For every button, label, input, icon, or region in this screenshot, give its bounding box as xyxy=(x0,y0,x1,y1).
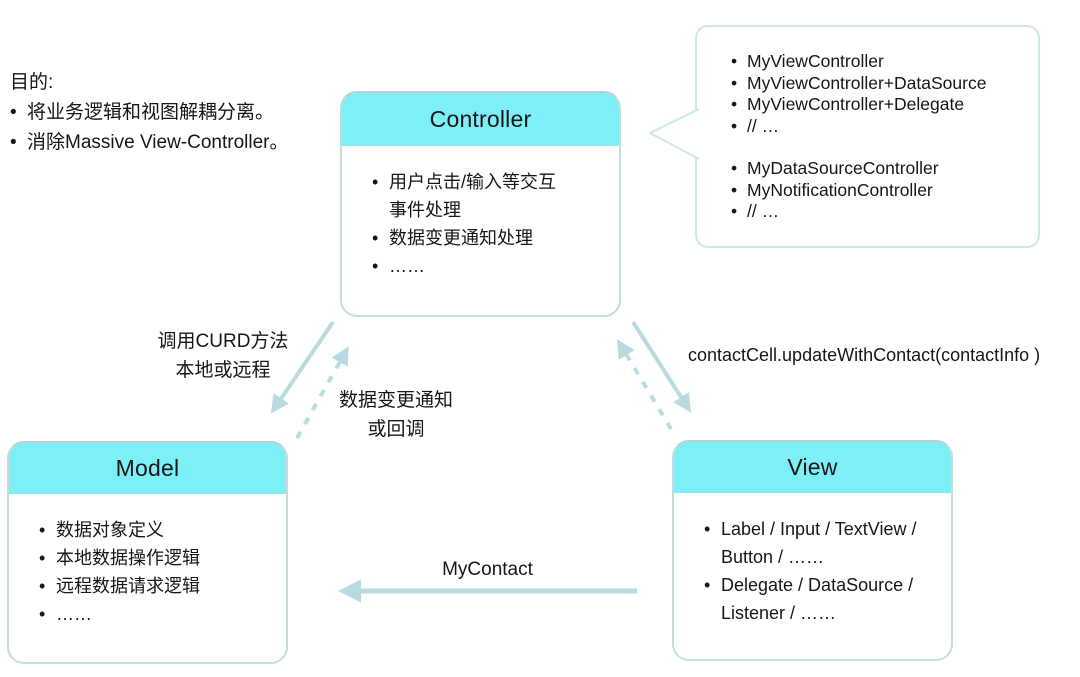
list-item: 本地数据操作逻辑 xyxy=(39,544,272,572)
purpose-note: 目的: 将业务逻辑和视图解耦分离。 消除Massive View-Control… xyxy=(10,68,289,158)
list-item: …… xyxy=(39,600,272,628)
callout-item: MyViewController xyxy=(731,51,1030,73)
model-box: Model 数据对象定义 本地数据操作逻辑 远程数据请求逻辑 …… xyxy=(7,441,288,664)
bullet-icon xyxy=(39,544,56,572)
bullet-icon xyxy=(731,94,747,116)
bullet-icon xyxy=(10,98,27,128)
bullet-icon xyxy=(731,116,747,138)
bullet-icon xyxy=(731,158,747,180)
model-title: Model xyxy=(115,455,180,481)
edge-label-update-contact: contactCell.updateWithContact(contactInf… xyxy=(688,345,1041,365)
callout-item: // … xyxy=(731,201,1030,223)
controller-box: Controller 用户点击/输入等交互事件处理 数据变更通知处理 …… xyxy=(340,91,621,317)
edge-label-curd: 调用CURD方法 本地或远程 xyxy=(157,331,289,381)
list-item: 用户点击/输入等交互事件处理 xyxy=(372,168,605,224)
list-item: 数据变更通知处理 xyxy=(372,224,605,252)
view-box: View Label / Input / TextView / Button /… xyxy=(672,440,953,661)
controller-title: Controller xyxy=(429,106,532,132)
purpose-item: 消除Massive View-Controller。 xyxy=(10,128,289,158)
view-header: View xyxy=(674,442,951,493)
arrow-controller-to-view xyxy=(631,320,691,413)
controller-examples-callout: MyViewController MyViewController+DataSo… xyxy=(695,25,1040,248)
bullet-icon xyxy=(731,51,747,73)
view-title: View xyxy=(787,454,838,480)
bullet-icon xyxy=(731,180,747,202)
callout-item: MyDataSourceController xyxy=(731,158,1030,180)
bullet-icon xyxy=(704,571,721,627)
bullet-icon xyxy=(39,600,56,628)
callout-item: MyNotificationController xyxy=(731,180,1030,202)
bullet-icon xyxy=(39,516,56,544)
bullet-icon xyxy=(372,168,389,224)
model-header: Model xyxy=(9,443,286,494)
bullet-icon xyxy=(10,128,27,158)
list-item: 数据对象定义 xyxy=(39,516,272,544)
arrow-view-to-controller xyxy=(617,339,673,431)
purpose-item: 将业务逻辑和视图解耦分离。 xyxy=(10,98,289,128)
list-item: Delegate / DataSource / Listener / …… xyxy=(704,571,943,627)
bullet-icon xyxy=(39,572,56,600)
bullet-icon xyxy=(372,224,389,252)
callout-pointer-icon xyxy=(649,108,700,160)
bullet-icon xyxy=(731,73,747,95)
bullet-icon xyxy=(704,515,721,571)
view-body: Label / Input / TextView / Button / …… D… xyxy=(674,493,951,627)
edge-label-data-change: 数据变更通知 或回调 xyxy=(338,390,453,440)
edge-label-mycontact: MyContact xyxy=(442,559,533,580)
callout-group-separator xyxy=(731,137,1030,158)
list-item: …… xyxy=(372,252,605,280)
controller-body: 用户点击/输入等交互事件处理 数据变更通知处理 …… xyxy=(342,146,619,280)
model-body: 数据对象定义 本地数据操作逻辑 远程数据请求逻辑 …… xyxy=(9,494,286,628)
bullet-icon xyxy=(372,252,389,280)
callout-item: MyViewController+Delegate xyxy=(731,94,1030,116)
purpose-title: 目的: xyxy=(10,72,54,93)
callout-item: // … xyxy=(731,116,1030,138)
callout-item: MyViewController+DataSource xyxy=(731,73,1030,95)
list-item: Label / Input / TextView / Button / …… xyxy=(704,515,943,571)
list-item: 远程数据请求逻辑 xyxy=(39,572,272,600)
controller-header: Controller xyxy=(342,93,619,146)
bullet-icon xyxy=(731,201,747,223)
